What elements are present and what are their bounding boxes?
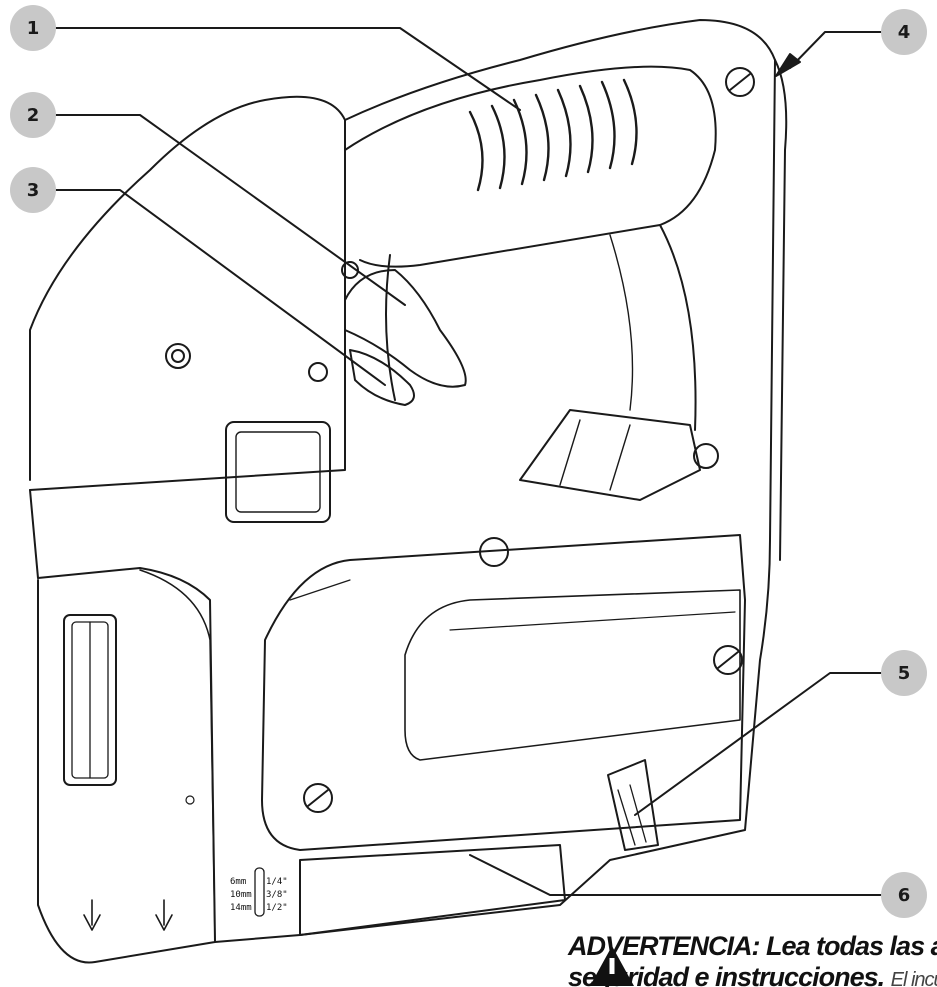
warning-subline-tail: El incum	[890, 969, 937, 987]
scale-imperial-1: 1/4"	[266, 877, 288, 887]
svg-text:4: 4	[898, 22, 911, 43]
base-plate	[299, 844, 566, 936]
leader-line-6	[469, 854, 883, 896]
stapler-body-outline	[29, 19, 788, 964]
callout-4: 4	[881, 9, 927, 55]
scale-metric-1: 6mm	[230, 877, 246, 887]
label-window	[225, 421, 331, 523]
svg-text:1: 1	[27, 18, 40, 39]
leader-lines	[54, 27, 883, 896]
scale-imperial-3: 1/2"	[266, 903, 288, 913]
trigger	[349, 349, 415, 406]
scale-metric-2: 10mm	[230, 890, 252, 900]
handle	[344, 65, 717, 431]
warning-triangle-icon	[590, 946, 634, 986]
callout-5: 5	[881, 650, 927, 696]
callout-1: 1	[10, 5, 56, 51]
screw-side	[308, 362, 328, 382]
magazine-panel	[261, 534, 746, 851]
leader-line-5	[634, 672, 883, 816]
handle-grip-ribs	[468, 78, 638, 192]
screw-rear-bottom	[713, 645, 743, 675]
svg-text:5: 5	[898, 663, 911, 684]
down-arrow-icon	[83, 899, 173, 931]
svg-text:2: 2	[27, 105, 40, 126]
staple-size-scale: 6mm 10mm 14mm 1/4" 3/8" 1/2"	[230, 877, 288, 913]
magazine-release	[607, 759, 659, 851]
screw-bottom-left	[303, 783, 333, 813]
warning-heading: ADVERTENCIA: Lea todas las adver	[568, 931, 937, 961]
hook-bracket	[519, 409, 719, 501]
screw-front	[165, 343, 191, 369]
scale-metric-3: 14mm	[230, 903, 252, 913]
leader-line-1	[54, 27, 521, 111]
callout-2: 2	[10, 92, 56, 138]
screws	[165, 67, 755, 813]
leader-line-4	[789, 31, 883, 69]
trigger-assembly	[341, 261, 467, 406]
screw-rear-top	[725, 67, 755, 97]
callout-badges: 1 2 3 4 5 6	[10, 5, 927, 918]
scale-imperial-2: 3/8"	[266, 890, 288, 900]
leader-line-2	[54, 114, 406, 306]
svg-text:3: 3	[27, 180, 40, 201]
arrow-head-4	[775, 53, 801, 77]
depth-window	[63, 614, 117, 786]
svg-text:6: 6	[898, 885, 911, 906]
leader-line-3	[54, 189, 386, 386]
callout-3: 3	[10, 167, 56, 213]
callout-6: 6	[881, 872, 927, 918]
